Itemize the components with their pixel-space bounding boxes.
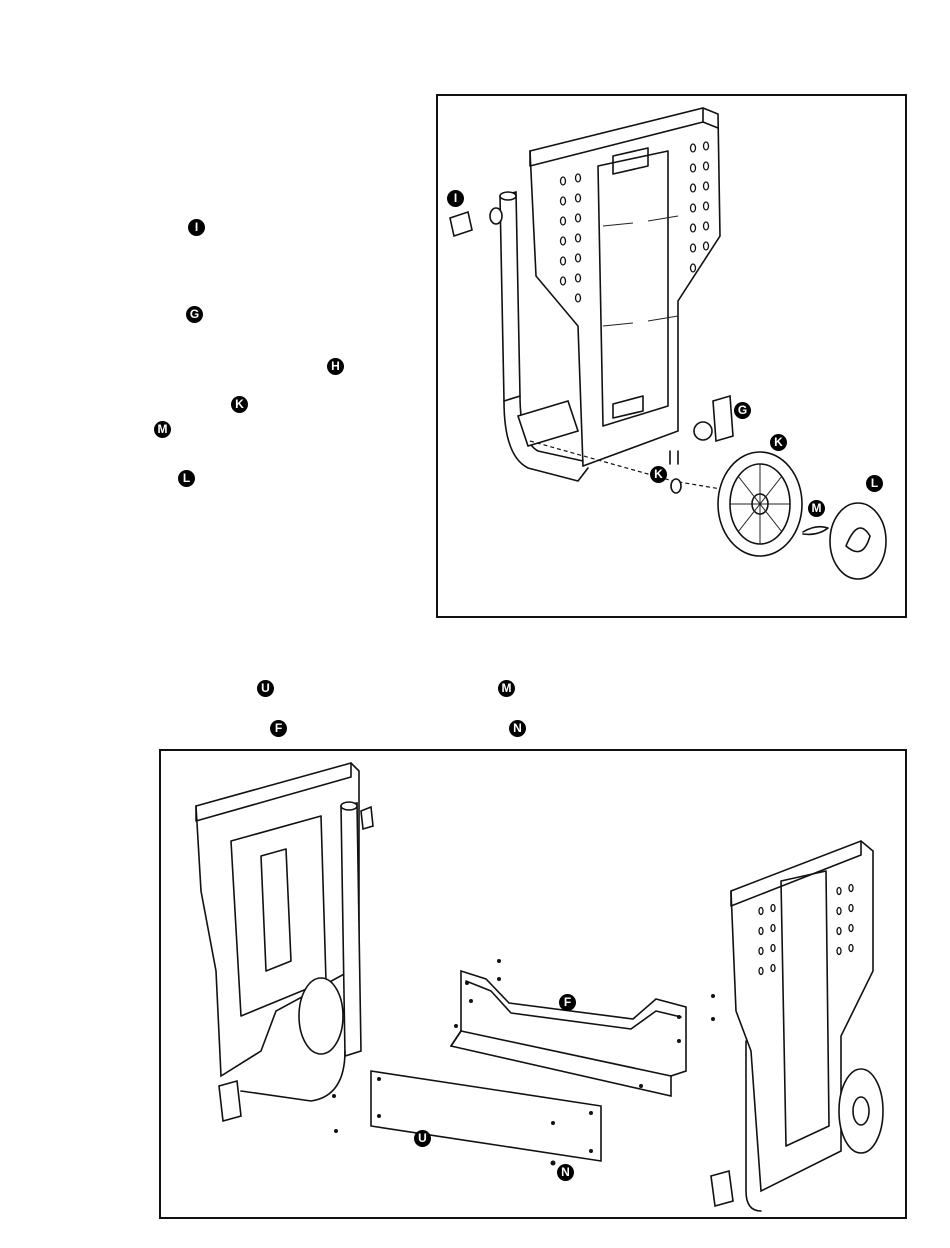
callout-I-left: I (188, 219, 205, 236)
callout-M-left: M (154, 421, 171, 438)
callout-L-left: L (178, 470, 195, 487)
callout-U-fig2: U (414, 1130, 431, 1147)
callout-G-left: G (186, 306, 203, 323)
callout-U-text: U (257, 680, 274, 697)
callout-H-left: H (327, 358, 344, 375)
wheel-assembly-drawing (438, 96, 905, 616)
callout-K-left: K (231, 396, 248, 413)
callout-K-fig1-wheel: K (770, 434, 787, 451)
callout-M-fig1: M (808, 500, 825, 517)
callout-N-text: N (509, 720, 526, 737)
figure-wheel-assembly: I G K K M L (436, 94, 907, 618)
callout-N-fig2: N (557, 1164, 574, 1181)
callout-F-text: F (270, 720, 287, 737)
callout-G-fig1: G (734, 402, 751, 419)
callout-F-fig2: F (559, 994, 576, 1011)
panel-assembly-drawing (161, 751, 905, 1217)
callout-M-text: M (498, 680, 515, 697)
callout-K-fig1-bolt: K (650, 466, 667, 483)
callout-L-fig1: L (866, 475, 883, 492)
figure-panel-assembly: F U N (159, 749, 907, 1219)
callout-I-fig1: I (447, 190, 464, 207)
